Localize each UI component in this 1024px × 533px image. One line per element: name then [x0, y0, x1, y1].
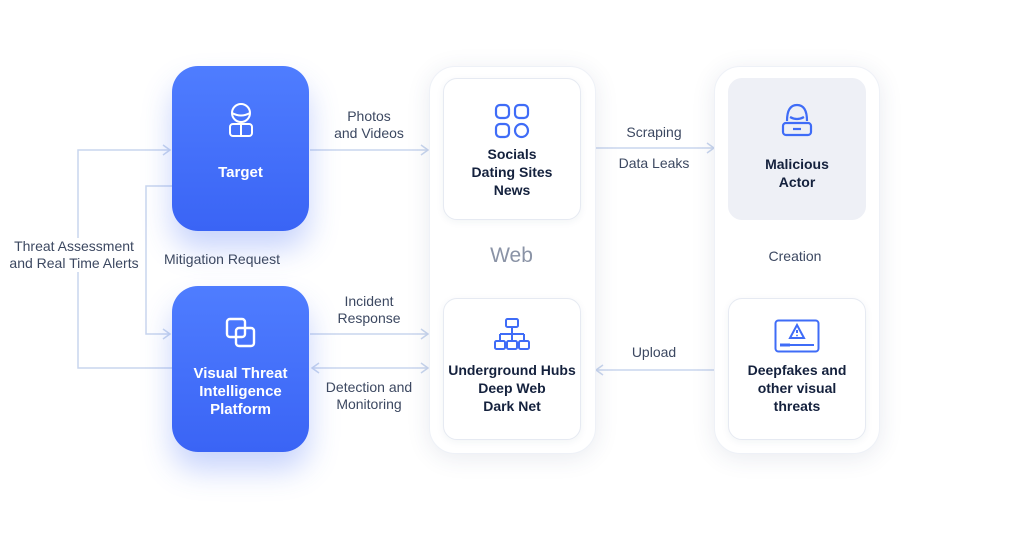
threats-label-1: Deepfakes and [747, 362, 847, 378]
photos-label-1: Photos [347, 108, 391, 124]
threats-label-2: other visual [757, 380, 837, 396]
grid-apps-icon [494, 103, 530, 139]
web-top-label-1: Socials [487, 146, 537, 162]
mitigation-label: Mitigation Request [164, 251, 280, 267]
web-bottom-label-3: Dark Net [483, 398, 541, 414]
threat-assessment-label: Threat Assessment and Real Time Alerts [4, 238, 144, 272]
web-bottom-label-1: Underground Hubs [448, 362, 576, 378]
actor-label-2: Actor [778, 174, 816, 190]
detection-label-1: Detection and [325, 379, 413, 395]
platform-node: Visual Threat Intelligence Platform [172, 286, 309, 452]
web-top-label-3: News [493, 182, 531, 198]
incident-label: Incident Response [318, 293, 420, 327]
platform-label-2: Intelligence [199, 383, 282, 400]
web-top-card: Socials Dating Sites News [443, 78, 581, 220]
detection-label: Detection and Monitoring [314, 379, 424, 413]
target-label: Target [218, 164, 263, 181]
incident-label-1: Incident [344, 293, 394, 309]
incident-label-2: Response [337, 310, 401, 326]
warning-screen-icon [774, 319, 820, 353]
web-title: Web [490, 244, 533, 267]
target-node: Target [172, 66, 309, 231]
edge-mitigation [145, 185, 172, 335]
person-hood-icon [229, 103, 253, 137]
upload-label: Upload [631, 344, 677, 360]
actor-card: Malicious Actor [728, 78, 866, 220]
web-bottom-label-2: Deep Web [478, 380, 546, 396]
stacked-squares-icon [225, 317, 256, 348]
sitemap-icon [494, 318, 530, 350]
scraping-label: Scraping [626, 124, 682, 140]
detection-label-2: Monitoring [336, 396, 402, 412]
photos-label: Photos and Videos [318, 108, 420, 142]
data-leaks-label: Data Leaks [618, 155, 690, 171]
threat-assessment-label-1: Threat Assessment [14, 238, 134, 254]
platform-label-3: Platform [210, 401, 271, 418]
creation-label: Creation [768, 248, 822, 264]
threat-assessment-label-2: and Real Time Alerts [9, 255, 139, 271]
web-bottom-card: Underground Hubs Deep Web Dark Net [443, 298, 581, 440]
actor-label-1: Malicious [765, 156, 829, 172]
photos-label-2: and Videos [334, 125, 404, 141]
platform-label-1: Visual Threat [193, 365, 288, 382]
threats-card: Deepfakes and other visual threats [728, 298, 866, 440]
threats-label-3: threats [773, 398, 821, 414]
hacker-icon [781, 103, 813, 137]
web-top-label-2: Dating Sites [471, 164, 553, 180]
